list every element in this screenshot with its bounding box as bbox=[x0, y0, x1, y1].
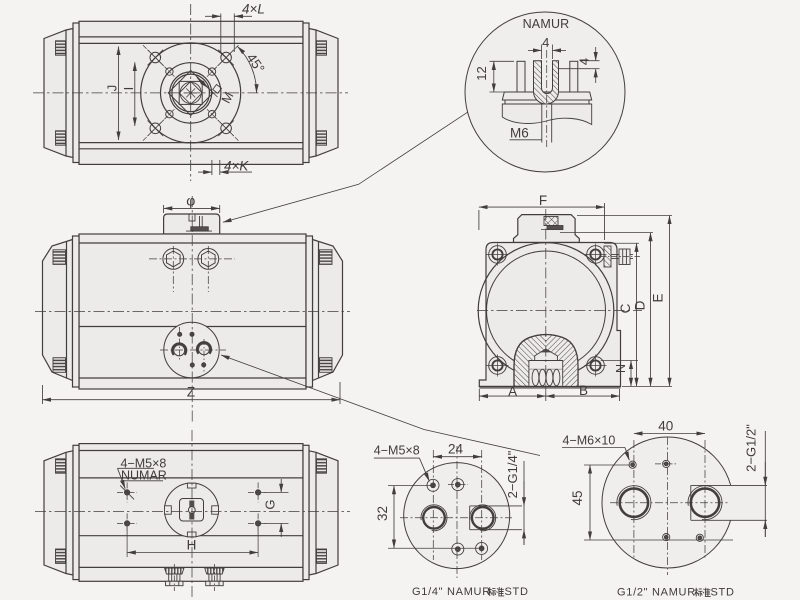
svg-text:C: C bbox=[618, 303, 633, 313]
svg-text:4×L: 4×L bbox=[242, 2, 265, 17]
svg-text:24: 24 bbox=[448, 442, 464, 457]
svg-text:4: 4 bbox=[542, 35, 549, 50]
svg-text:4×K: 4×K bbox=[224, 159, 249, 174]
svg-text:N: N bbox=[614, 364, 628, 373]
svg-text:2−G1/2": 2−G1/2" bbox=[744, 424, 759, 472]
svg-text:12: 12 bbox=[474, 66, 489, 80]
svg-text:STD: STD bbox=[711, 587, 735, 599]
svg-text:45: 45 bbox=[570, 490, 585, 505]
svg-text:G: G bbox=[263, 499, 278, 509]
svg-text:G1/2" NAMUR: G1/2" NAMUR bbox=[617, 587, 696, 599]
svg-text:4−M5×8: 4−M5×8 bbox=[374, 444, 420, 458]
svg-text:STD: STD bbox=[505, 586, 529, 598]
svg-text:NUMAR: NUMAR bbox=[121, 469, 167, 483]
svg-text:M6: M6 bbox=[510, 126, 529, 141]
svg-text:2−G1/4": 2−G1/4" bbox=[505, 450, 520, 498]
svg-text:I: I bbox=[121, 87, 136, 91]
svg-text:Z: Z bbox=[187, 385, 195, 400]
svg-text:A: A bbox=[508, 384, 517, 399]
svg-text:4: 4 bbox=[577, 58, 592, 65]
svg-text:40: 40 bbox=[658, 419, 673, 434]
svg-text:NAMUR: NAMUR bbox=[523, 17, 570, 31]
svg-text:J: J bbox=[105, 85, 120, 92]
svg-text:G1/4" NAMUR: G1/4" NAMUR bbox=[412, 586, 491, 598]
svg-text:4−M6×10: 4−M6×10 bbox=[563, 434, 616, 448]
svg-text:D: D bbox=[633, 300, 648, 310]
svg-text:32: 32 bbox=[375, 506, 390, 521]
svg-text:4−M5×8: 4−M5×8 bbox=[121, 457, 167, 471]
svg-text:E: E bbox=[651, 293, 666, 302]
svg-text:H: H bbox=[187, 538, 197, 553]
svg-text:B: B bbox=[579, 383, 588, 398]
svg-text:F: F bbox=[539, 193, 547, 208]
svg-text:φ: φ bbox=[186, 193, 195, 209]
